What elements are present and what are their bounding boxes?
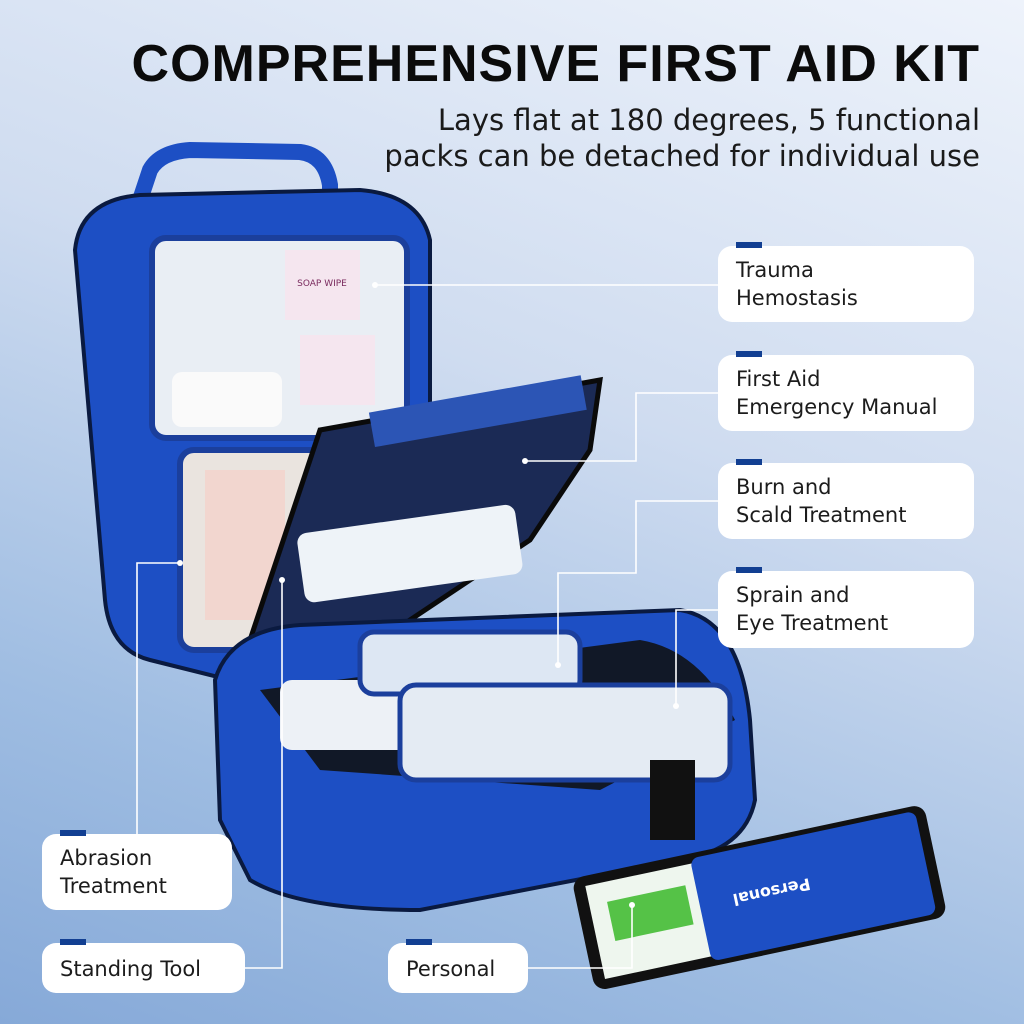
sprain-eye-pocket bbox=[397, 682, 733, 783]
label-text: Standing Tool bbox=[60, 957, 202, 981]
personal-items bbox=[607, 885, 694, 941]
label-text: First Aid bbox=[736, 367, 821, 391]
subtitle-line: Lays flat at 180 degrees, 5 functional bbox=[437, 103, 980, 137]
leader-burn bbox=[557, 500, 718, 665]
label-trauma-hemostasis: Trauma Hemostasis bbox=[718, 242, 974, 322]
leader-manual bbox=[525, 392, 718, 462]
leader-standing bbox=[245, 580, 283, 969]
label-burn-scald: Burn and Scald Treatment bbox=[718, 459, 974, 539]
label-text: Treatment bbox=[60, 874, 167, 898]
bag-handle bbox=[132, 141, 338, 203]
label-text: Personal bbox=[406, 957, 496, 981]
label-text: Sprain and bbox=[736, 583, 850, 607]
label-text: Hemostasis bbox=[736, 286, 858, 310]
packet-text: SOAP WIPE bbox=[297, 279, 347, 289]
label-personal: Personal bbox=[388, 939, 528, 993]
leader-personal bbox=[528, 905, 633, 969]
label-text: Eye Treatment bbox=[736, 611, 889, 635]
headline: COMPREHENSIVE FIRST AID KIT bbox=[131, 35, 980, 93]
soap-wipe-packet bbox=[285, 250, 360, 320]
label-sprain-eye: Sprain and Eye Treatment bbox=[718, 567, 974, 648]
label-abrasion: Abrasion Treatment bbox=[42, 830, 232, 910]
soap-wipe-packet bbox=[300, 335, 375, 405]
strap bbox=[650, 760, 695, 840]
personal-pouch-flap bbox=[691, 812, 936, 960]
cold-packs bbox=[297, 504, 523, 603]
label-text: Emergency Manual bbox=[736, 395, 938, 419]
label-emergency-manual: First Aid Emergency Manual bbox=[718, 351, 974, 431]
label-text: Abrasion bbox=[60, 846, 153, 870]
label-standing-tool: Standing Tool bbox=[42, 939, 245, 993]
subtitle-line: packs can be detached for individual use bbox=[384, 139, 980, 173]
leader-lines bbox=[136, 284, 718, 969]
emergency-manual bbox=[368, 375, 587, 448]
label-text: Trauma bbox=[736, 258, 814, 282]
label-text: Burn and bbox=[736, 475, 832, 499]
label-text: Scald Treatment bbox=[736, 503, 907, 527]
subtitle: Lays flat at 180 degrees, 5 functional p… bbox=[384, 102, 980, 174]
bandage-roll bbox=[172, 372, 282, 427]
leader-abrasion bbox=[136, 562, 180, 834]
leader-sprain bbox=[675, 609, 718, 706]
